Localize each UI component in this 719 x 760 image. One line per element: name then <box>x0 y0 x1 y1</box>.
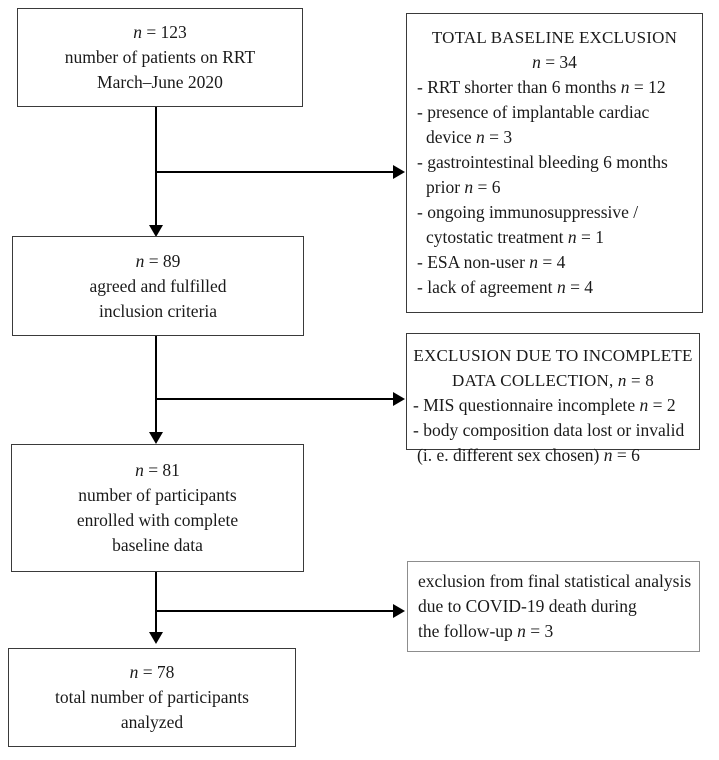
n-symbol: n <box>135 250 145 271</box>
n-symbol: n <box>556 277 566 297</box>
exclusion-item: due to COVID-19 death during <box>418 596 637 616</box>
exclusion-item: exclusion from final statistical analysi… <box>418 571 692 591</box>
item-text: device <box>426 127 477 147</box>
connector-1-vertical <box>155 107 157 229</box>
exclusion-item: - RRT shorter than 6 months n = 12 <box>407 75 702 100</box>
n-value: = 78 <box>138 662 175 682</box>
box-line: n = 123 <box>18 20 302 45</box>
box-line: n = 81 <box>12 458 303 483</box>
box-line: inclusion criteria <box>98 300 218 321</box>
n-value: = 3 <box>525 621 554 641</box>
exclusion-heading-line2: DATA COLLECTION, n = 8 <box>407 368 699 393</box>
box-line: n = 89 <box>13 249 303 274</box>
exclusion-item: - MIS questionnaire incomplete n = 2 <box>407 393 699 418</box>
exclusion-item: - body composition data lost or invalid <box>413 420 685 440</box>
connector-3-branch-arrowhead <box>393 604 405 618</box>
n-value: = 4 <box>538 252 566 272</box>
exclusion-item: - ongoing immunosuppressive / <box>417 202 639 222</box>
exclusion-item-cont: cytostatic treatment n = 1 <box>407 225 702 250</box>
exclusion-heading: EXCLUSION DUE TO INCOMPLETE <box>413 346 693 365</box>
item-text: - MIS questionnaire incomplete <box>413 395 640 415</box>
connector-1-branch-horizontal <box>155 171 394 173</box>
n-symbol: n <box>529 252 539 272</box>
connector-2-branch-arrowhead <box>393 392 405 406</box>
box-line: number of patients on RRT <box>64 47 256 67</box>
n-value: = 12 <box>629 77 666 97</box>
item-text: cytostatic treatment <box>426 227 568 247</box>
flow-box-agreed: n = 89 agreed and fulfilled inclusion cr… <box>12 236 304 336</box>
connector-1-branch-arrowhead <box>393 165 405 179</box>
connector-1-arrowhead <box>149 225 163 237</box>
exclusion-item-cont: device n = 3 <box>407 125 702 150</box>
connector-3-branch-horizontal <box>155 610 394 612</box>
box-line: baseline data <box>112 535 203 555</box>
n-value: = 6 <box>612 445 640 465</box>
n-symbol: n <box>517 621 526 641</box>
flow-box-complete-baseline: n = 81 number of participants enrolled w… <box>11 444 304 572</box>
n-value: = 34 <box>540 52 577 72</box>
n-value: = 8 <box>626 371 654 390</box>
item-text: prior <box>426 177 465 197</box>
exclusion-heading-count: n = 34 <box>407 50 702 75</box>
n-symbol: n <box>133 22 142 42</box>
n-value: = 81 <box>143 460 180 480</box>
n-symbol: n <box>464 177 474 197</box>
exclusion-heading: TOTAL BASELINE EXCLUSION <box>431 28 678 47</box>
n-value: = 1 <box>576 227 605 247</box>
n-symbol: n <box>639 395 649 415</box>
box-line: enrolled with complete <box>76 510 239 530</box>
item-text: (i. e. different sex chosen) <box>417 445 604 465</box>
box-line: agreed and fulfilled <box>89 275 227 296</box>
box-line: March–June 2020 <box>97 72 223 92</box>
item-text: - ESA non-user <box>417 252 530 272</box>
exclusion-item-cont: (i. e. different sex chosen) n = 6 <box>407 443 699 468</box>
n-value: = 89 <box>144 250 181 271</box>
exclusion-item-cont: prior n = 6 <box>407 175 702 200</box>
exclusion-item: - lack of agreement n = 4 <box>407 275 702 300</box>
flow-box-enrollment: n = 123 number of patients on RRT March–… <box>17 8 303 107</box>
item-text: - RRT shorter than 6 months <box>417 77 621 97</box>
n-value: = 3 <box>484 127 513 147</box>
exclusion-box-incomplete-data: EXCLUSION DUE TO INCOMPLETE DATA COLLECT… <box>406 333 700 465</box>
n-value: = 6 <box>473 177 501 197</box>
n-value: = 123 <box>141 22 187 42</box>
n-symbol: n <box>135 460 144 480</box>
n-symbol: n <box>620 77 630 97</box>
box-line: number of participants <box>78 485 237 505</box>
exclusion-item: the follow-up n = 3 <box>408 619 699 644</box>
box-line: n = 78 <box>9 660 295 685</box>
connector-3-arrowhead <box>149 632 163 644</box>
connector-3-vertical <box>155 572 157 636</box>
n-symbol: n <box>567 227 577 247</box>
box-line: total number of participants <box>55 687 249 707</box>
connector-2-arrowhead <box>149 432 163 444</box>
n-symbol: n <box>617 371 627 390</box>
exclusion-item: - presence of implantable cardiac <box>417 102 650 122</box>
exclusion-item: - gastrointestinal bleeding 6 months <box>417 152 668 172</box>
exclusion-box-baseline: TOTAL BASELINE EXCLUSION n = 34 - RRT sh… <box>406 13 703 313</box>
connector-2-vertical <box>155 336 157 436</box>
item-text: the follow-up <box>418 621 518 641</box>
exclusion-box-covid-death: exclusion from final statistical analysi… <box>407 561 700 652</box>
connector-2-branch-horizontal <box>155 398 394 400</box>
n-symbol: n <box>532 52 541 72</box>
exclusion-item: - ESA non-user n = 4 <box>407 250 702 275</box>
n-symbol: n <box>476 127 485 147</box>
n-value: = 4 <box>565 277 594 297</box>
n-symbol: n <box>603 445 613 465</box>
n-symbol: n <box>129 662 139 682</box>
n-value: = 2 <box>648 395 676 415</box>
item-text: - lack of agreement <box>417 277 557 297</box>
flow-box-analyzed: n = 78 total number of participants anal… <box>8 648 296 747</box>
heading-text: DATA COLLECTION, <box>452 371 618 390</box>
box-line: analyzed <box>120 712 184 732</box>
